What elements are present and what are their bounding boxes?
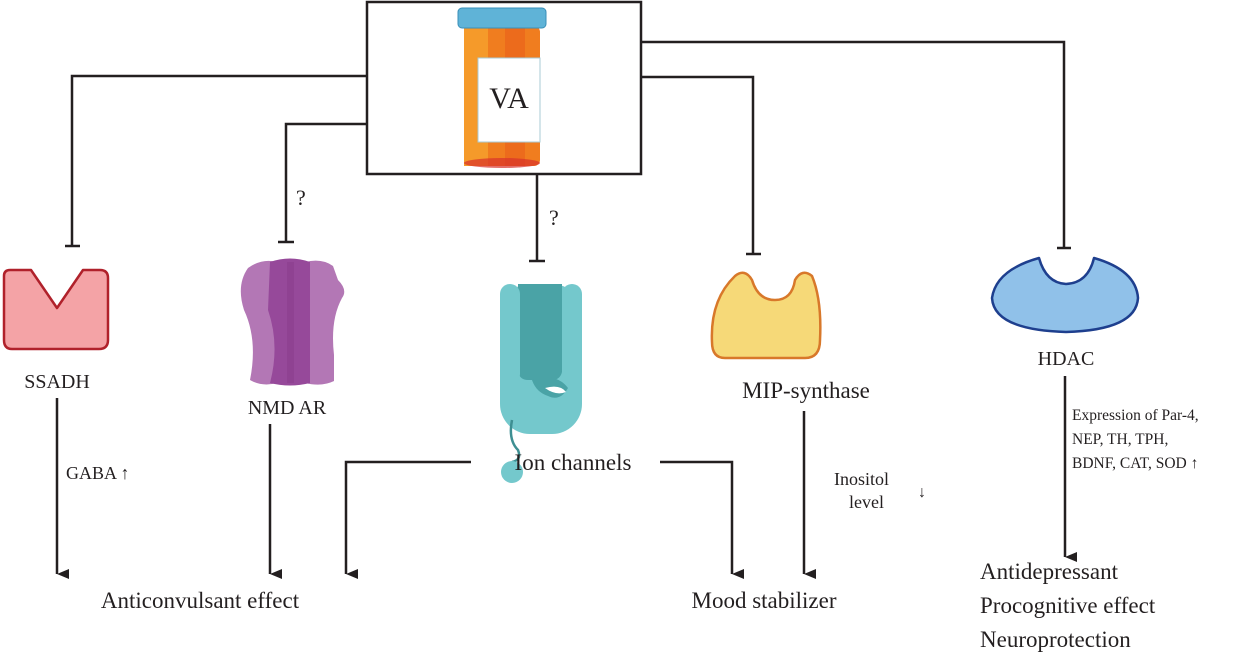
drug-label: VA <box>489 82 529 115</box>
ion-uncertain-mark: ? <box>549 205 559 230</box>
expression-label-line2: NEP, TH, TPH, <box>1072 431 1168 448</box>
inositol-label-line2: level <box>849 492 884 512</box>
nmdar-uncertain-mark: ? <box>296 185 306 210</box>
expression-label-line3: BDNF, CAT, SOD ↑ <box>1072 455 1198 472</box>
outcome-antidepressant: Antidepressant <box>980 559 1119 584</box>
inositol-down-arrow: ↓ <box>918 484 926 501</box>
ssadh-enzyme-icon <box>2 268 110 351</box>
gaba-label: GABA ↑ <box>66 463 130 483</box>
inhibit-line-hdac <box>641 40 1066 248</box>
inhibition-lines <box>65 40 1071 263</box>
effect-arrows <box>55 376 1077 579</box>
inhibit-line-ssadh <box>70 74 367 246</box>
pill-bottle-icon <box>457 7 547 168</box>
outcome-mood-stabilizer: Mood stabilizer <box>692 588 837 613</box>
target-label-mip: MIP-synthase <box>742 378 870 403</box>
inhibit-line-nmdar <box>284 122 367 242</box>
mip-synthase-enzyme-icon <box>710 271 822 360</box>
outcome-procognitive: Procognitive effect <box>980 593 1156 618</box>
outcome-neuroprotection: Neuroprotection <box>980 627 1131 652</box>
expression-label-line1: Expression of Par-4, <box>1072 407 1199 424</box>
inositol-label-line1: Inositol <box>834 469 889 489</box>
target-label-nmdar: NMD AR <box>248 397 327 419</box>
nmda-receptor-icon <box>240 258 345 386</box>
target-label-hdac: HDAC <box>1038 348 1095 370</box>
arrow-ion-to-mood <box>660 460 744 579</box>
target-label-ssadh: SSADH <box>24 371 90 393</box>
target-label-ion: Ion channels <box>515 450 632 475</box>
hdac-enzyme-icon <box>990 256 1140 334</box>
inhibit-line-mip <box>641 75 755 254</box>
outcome-anticonvulsant: Anticonvulsant effect <box>101 588 300 613</box>
arrow-ion-to-anticonvulsant <box>344 460 471 579</box>
ion-channel-icon <box>500 284 582 483</box>
